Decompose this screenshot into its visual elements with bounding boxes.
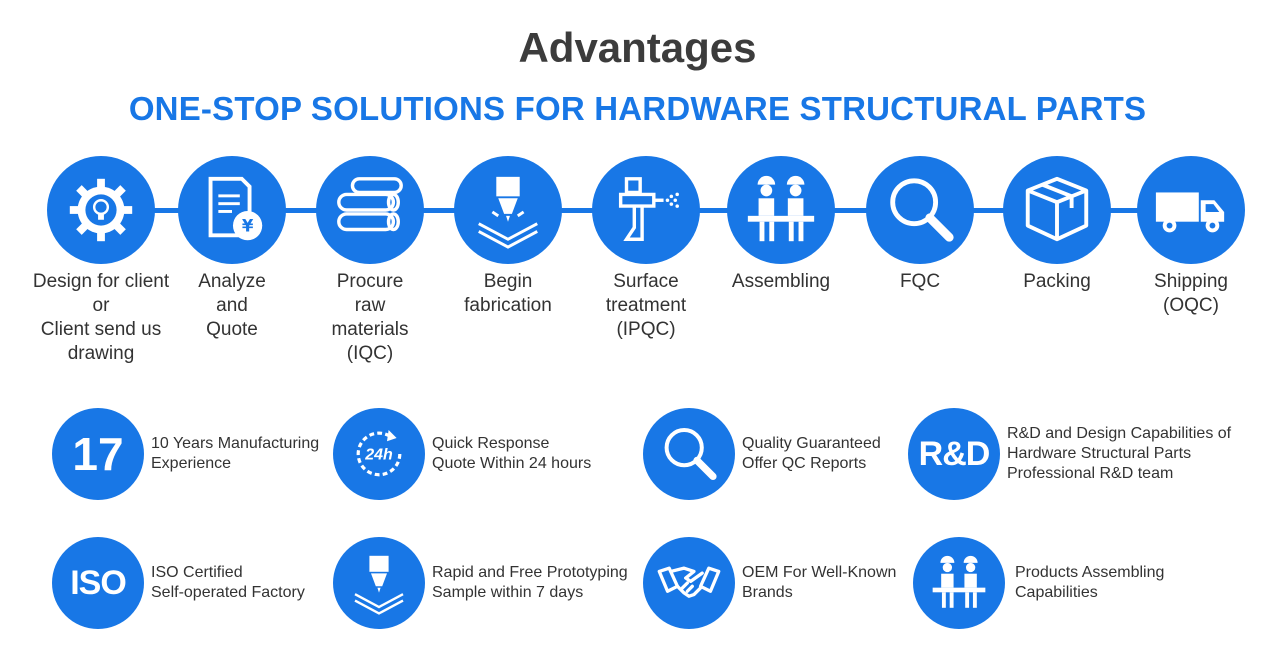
svg-text:24h: 24h [364,447,393,464]
page-title: Advantages [518,24,757,71]
years-17-icon: 17 [52,408,144,500]
step-packing: Packing [982,156,1132,294]
box-icon [1003,156,1111,264]
pipes-icon [316,156,424,264]
laser-cutter-icon [333,537,425,629]
step-label: Packing [1023,271,1091,292]
clock-24h-icon: 24h [333,408,425,500]
truck-icon [1137,156,1245,264]
rd-icon: R&D [908,408,1000,500]
document-yen-icon: ¥ [178,156,286,264]
step-label: Shipping(OQC) [1154,271,1228,316]
iso-icon: ISO [52,537,144,629]
step-label: FQC [899,271,941,292]
laser-cutter-icon [454,156,562,264]
magnifier-icon [643,408,735,500]
svg-text:¥: ¥ [242,216,254,235]
step-fqc: FQC [845,156,995,294]
workers-icon [913,537,1005,629]
handshake-icon [643,537,735,629]
page-subtitle: ONE-STOP SOLUTIONS FOR HARDWARE STRUCTUR… [128,90,1147,127]
spray-gun-icon [592,156,700,264]
workers-icon [727,156,835,264]
gear-bulb-icon [47,156,155,264]
step-shipping: Shipping(OQC) [1116,156,1266,318]
step-label: Assembling [731,271,831,292]
step-assembling: Assembling [706,156,856,294]
magnifier-icon [866,156,974,264]
